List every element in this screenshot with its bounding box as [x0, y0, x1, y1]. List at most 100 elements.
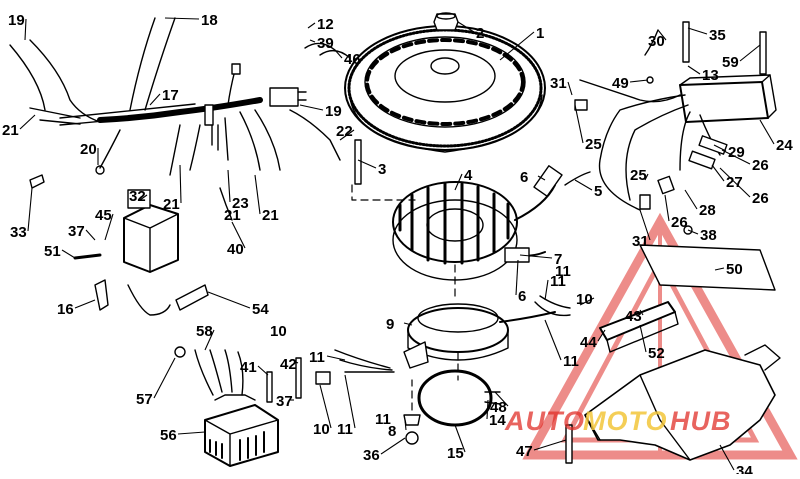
- callout-13: 13: [702, 67, 719, 84]
- callout-31: 31: [550, 75, 567, 92]
- callout-10: 10: [576, 291, 593, 308]
- callout-35: 35: [709, 27, 726, 44]
- leader-line-26: [664, 194, 670, 222]
- callout-37: 37: [276, 393, 293, 410]
- leader-line-3: [357, 159, 377, 169]
- leader-line-43: [639, 309, 644, 316]
- leader-line-24: [759, 119, 775, 145]
- callout-43: 43: [625, 308, 642, 325]
- callout-22: 22: [336, 123, 353, 140]
- callout-19: 19: [325, 103, 342, 120]
- callout-16: 16: [57, 301, 74, 318]
- leader-line-31: [567, 81, 573, 96]
- leader-line-21: [19, 114, 36, 130]
- callout-11: 11: [375, 411, 391, 428]
- callout-15: 15: [447, 445, 464, 462]
- callout-11: 11: [337, 421, 353, 438]
- leader-line-23: [227, 169, 231, 203]
- flywheel-nut: [433, 12, 459, 31]
- leader-line-28: [684, 189, 698, 210]
- callout-45: 45: [95, 207, 112, 224]
- callout-21: 21: [224, 207, 241, 224]
- fasteners: [29, 21, 767, 464]
- callout-8: 8: [388, 423, 396, 440]
- callout-54: 54: [252, 301, 269, 318]
- callout-39: 39: [317, 35, 334, 52]
- flywheel: [344, 25, 546, 153]
- callout-6: 6: [520, 169, 528, 186]
- watermark-part3: HUB: [670, 406, 732, 436]
- leader-line-26: [721, 149, 751, 165]
- callout-23: 23: [232, 195, 249, 212]
- callout-21: 21: [163, 196, 180, 213]
- leader-line-27: [711, 164, 725, 182]
- leader-line-10: [579, 297, 595, 306]
- leader-line-14: [486, 399, 489, 420]
- callout-26: 26: [671, 214, 688, 231]
- leader-line-42: [295, 361, 299, 364]
- callout-5: 5: [594, 183, 602, 200]
- callout-48: 48: [490, 399, 507, 416]
- leader-line-36: [380, 437, 406, 455]
- leader-line-11: [344, 374, 356, 429]
- terminal-block: [599, 301, 679, 353]
- leader-line-21: [179, 164, 182, 204]
- ignition-coil: [123, 189, 179, 273]
- callout-46: 46: [344, 51, 361, 68]
- leader-line-21: [254, 174, 261, 215]
- leader-line-19: [24, 18, 27, 41]
- watermark-text: AUTO MOTO HUB: [504, 406, 732, 436]
- callout-38: 38: [700, 227, 717, 244]
- callout-7: 7: [554, 251, 562, 268]
- leader-line-40: [231, 221, 246, 249]
- wiring-harness: [9, 17, 341, 176]
- callout-11: 11: [563, 353, 579, 370]
- leader-line-15: [454, 424, 466, 453]
- leader-line-26: [719, 167, 751, 198]
- rectifier: [174, 346, 279, 467]
- leader-line-56: [177, 431, 206, 435]
- callout-6: 6: [518, 288, 526, 305]
- callout-14: 14: [489, 412, 506, 429]
- leader-line-59: [739, 44, 761, 62]
- callout-11: 11: [309, 349, 325, 366]
- callout-26: 26: [752, 190, 769, 207]
- callout-33: 33: [10, 224, 27, 241]
- leader-line-49: [629, 79, 649, 83]
- leader-line-51: [61, 249, 76, 259]
- leader-line-30: [657, 29, 667, 41]
- leader-lines: [19, 17, 775, 471]
- leader-line-12: [307, 22, 316, 29]
- watermark-part1: AUTO: [504, 406, 585, 436]
- callout-10: 10: [313, 421, 330, 438]
- leader-line-11: [544, 279, 549, 301]
- leader-line-6: [537, 175, 546, 181]
- callout-40: 40: [227, 241, 244, 258]
- leader-line-13: [687, 65, 701, 75]
- mounting-bracket: [584, 344, 781, 461]
- leader-line-19: [299, 104, 324, 111]
- leader-line-4: [454, 173, 463, 191]
- callout-41: 41: [240, 359, 257, 376]
- callout-49: 49: [612, 75, 629, 92]
- leader-line-32: [139, 194, 148, 201]
- callout-2: 2: [476, 25, 484, 42]
- callout-30: 30: [648, 33, 665, 50]
- leader-line-41: [257, 365, 269, 376]
- leader-line-6: [515, 259, 519, 296]
- callout-21: 21: [2, 122, 19, 139]
- leader-line-22: [339, 129, 355, 141]
- callout-50: 50: [726, 261, 743, 278]
- callout-20: 20: [80, 141, 97, 158]
- callout-11: 11: [555, 263, 571, 280]
- switch-box: [574, 74, 777, 211]
- callout-29: 29: [728, 144, 745, 161]
- leader-line-54: [207, 291, 251, 309]
- leader-line-5: [574, 179, 593, 191]
- watermark-part2: MOTO: [583, 406, 668, 436]
- callout-51: 51: [44, 243, 61, 260]
- callout-11: 11: [550, 273, 566, 290]
- leader-line-31: [639, 209, 651, 241]
